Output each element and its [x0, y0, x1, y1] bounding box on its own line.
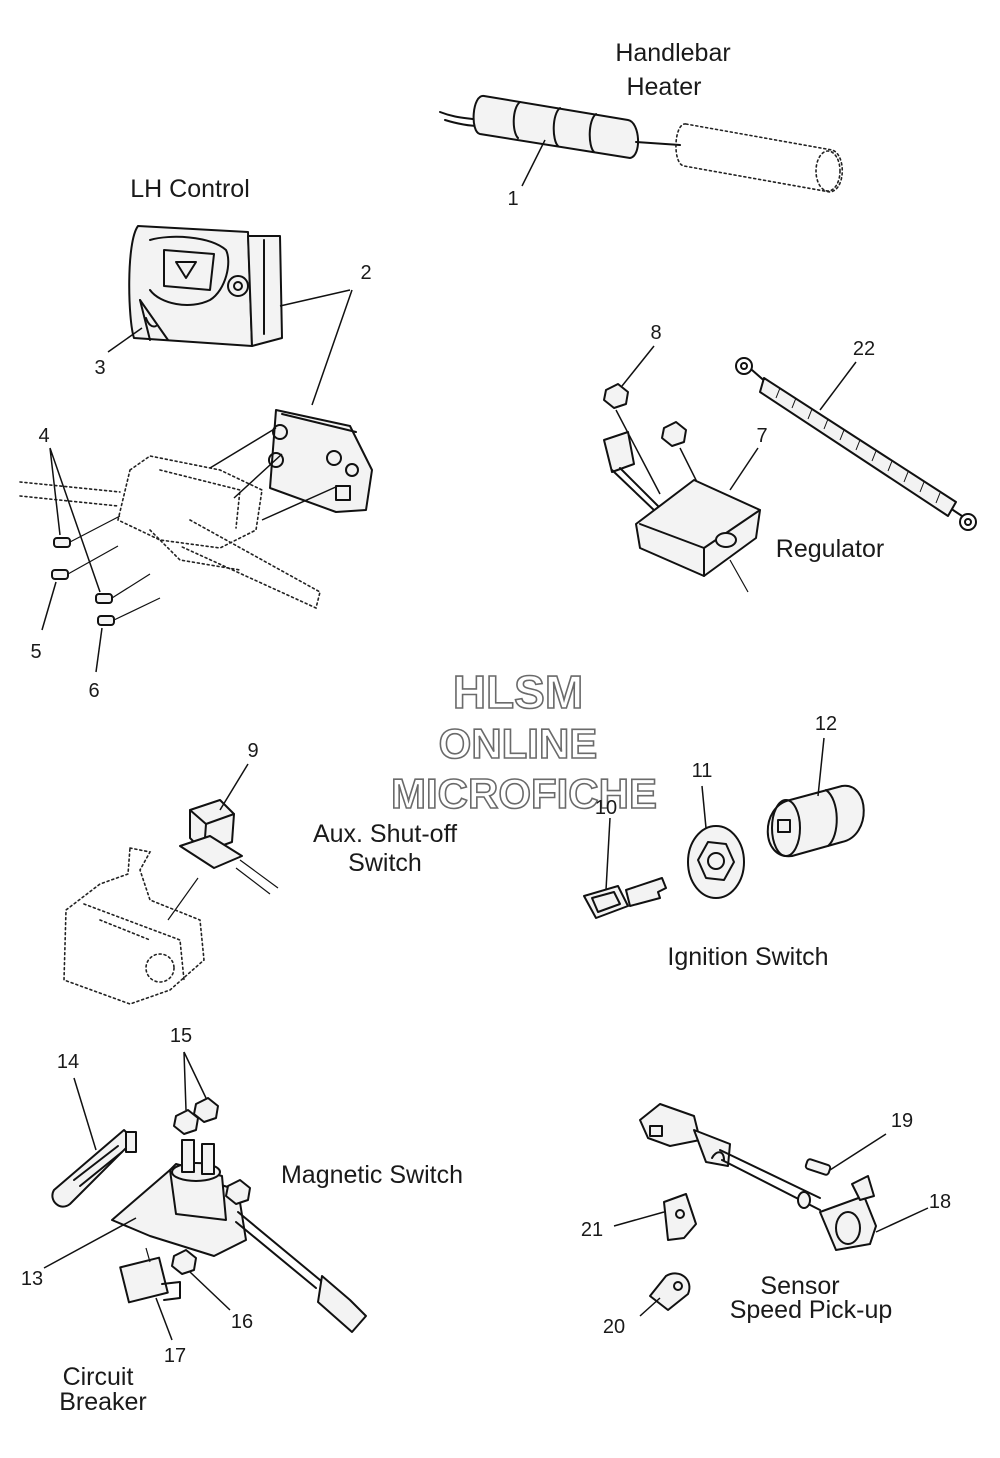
aux-shutoff-switch-part [63, 799, 279, 1005]
aux-shutoff-label: Aux. Shut-off Switch [313, 820, 457, 877]
circuit-breaker-label: Circuit Breaker [59, 1363, 147, 1416]
callout-9: 9 [247, 740, 258, 762]
aux-shutoff-label-line-1: Aux. Shut-off [313, 820, 457, 848]
callout-8: 8 [650, 322, 661, 344]
leader-7 [729, 447, 759, 491]
callout-20: 20 [603, 1316, 625, 1338]
callout-15: 15 [170, 1025, 192, 1047]
aux-shutoff-label-line-2: Switch [348, 849, 422, 877]
lh-control-assembly [19, 409, 373, 626]
leader-9 [219, 763, 249, 811]
callout-22: 22 [853, 338, 875, 360]
watermark-line-3: MICROFICHE [391, 770, 657, 817]
ignition-nut-part [687, 825, 745, 899]
callout-5: 5 [30, 641, 41, 663]
callout-10: 10 [595, 797, 617, 819]
lh-control-housing-part [128, 225, 283, 347]
lh-control-label: LH Control [130, 175, 250, 203]
leader-17 [155, 1297, 173, 1341]
callout-16: 16 [231, 1311, 253, 1333]
leader-22 [819, 361, 857, 411]
ground-strap-part [735, 357, 977, 531]
leader-18 [875, 1207, 929, 1233]
leader-12 [817, 737, 825, 797]
ignition-switch-label: Ignition Switch [667, 943, 828, 971]
leader-4 [49, 447, 101, 593]
leader-3 [107, 327, 143, 353]
handlebar-heater-label: Handlebar Heater [615, 39, 730, 101]
callout-18: 18 [929, 1191, 951, 1213]
watermark: HLSM ONLINE MICROFICHE [390, 665, 658, 818]
callout-1: 1 [507, 188, 518, 210]
leader-21 [613, 1211, 665, 1227]
leader-5 [41, 581, 57, 631]
callout-6: 6 [88, 680, 99, 702]
leader-6 [95, 627, 103, 673]
callout-21: 21 [581, 1219, 603, 1241]
callout-2: 2 [360, 262, 371, 284]
leader-13 [43, 1217, 137, 1269]
callout-19: 19 [891, 1110, 913, 1132]
leader-11 [701, 785, 707, 829]
callout-3: 3 [94, 357, 105, 379]
leader-14 [73, 1077, 97, 1151]
handlebar-heater-label-line-1: Handlebar [615, 39, 730, 67]
sensor-label-line-2: Speed Pick-up [730, 1296, 893, 1324]
leader-10 [605, 817, 611, 891]
handlebar-heater-part [439, 95, 843, 193]
regulator-part [603, 383, 761, 593]
callout-12: 12 [815, 713, 837, 735]
leader-8 [621, 345, 655, 387]
ignition-key-part [583, 877, 667, 919]
leader-1 [521, 139, 546, 187]
leader-19 [829, 1133, 887, 1171]
sensor-label-line-1: Sensor [760, 1272, 839, 1300]
callout-13: 13 [21, 1268, 43, 1290]
leader-20 [639, 1297, 661, 1317]
callout-14: 14 [57, 1051, 79, 1073]
watermark-line-2: ONLINE [439, 720, 598, 767]
ignition-switch-part [766, 784, 865, 858]
callout-7: 7 [756, 425, 767, 447]
callout-4: 4 [38, 425, 49, 447]
speed-sensor-part [639, 1103, 877, 1251]
cable-clip-21 [663, 1193, 697, 1241]
cable-clip-20 [649, 1272, 691, 1311]
leader-16 [189, 1271, 231, 1311]
callout-17: 17 [164, 1345, 186, 1367]
circuit-breaker-label-line-2: Breaker [59, 1388, 147, 1416]
circuit-breaker-label-line-1: Circuit [63, 1363, 134, 1391]
watermark-line-1: HLSM [453, 666, 583, 718]
leader-15 [183, 1051, 207, 1111]
magnetic-switch-part [51, 1097, 367, 1333]
leader-2 [279, 289, 353, 406]
magnetic-switch-label: Magnetic Switch [281, 1161, 463, 1189]
callout-11: 11 [692, 760, 713, 782]
regulator-label: Regulator [776, 535, 884, 563]
handlebar-heater-label-line-2: Heater [626, 73, 701, 101]
sensor-label: Sensor Speed Pick-up [730, 1272, 893, 1324]
